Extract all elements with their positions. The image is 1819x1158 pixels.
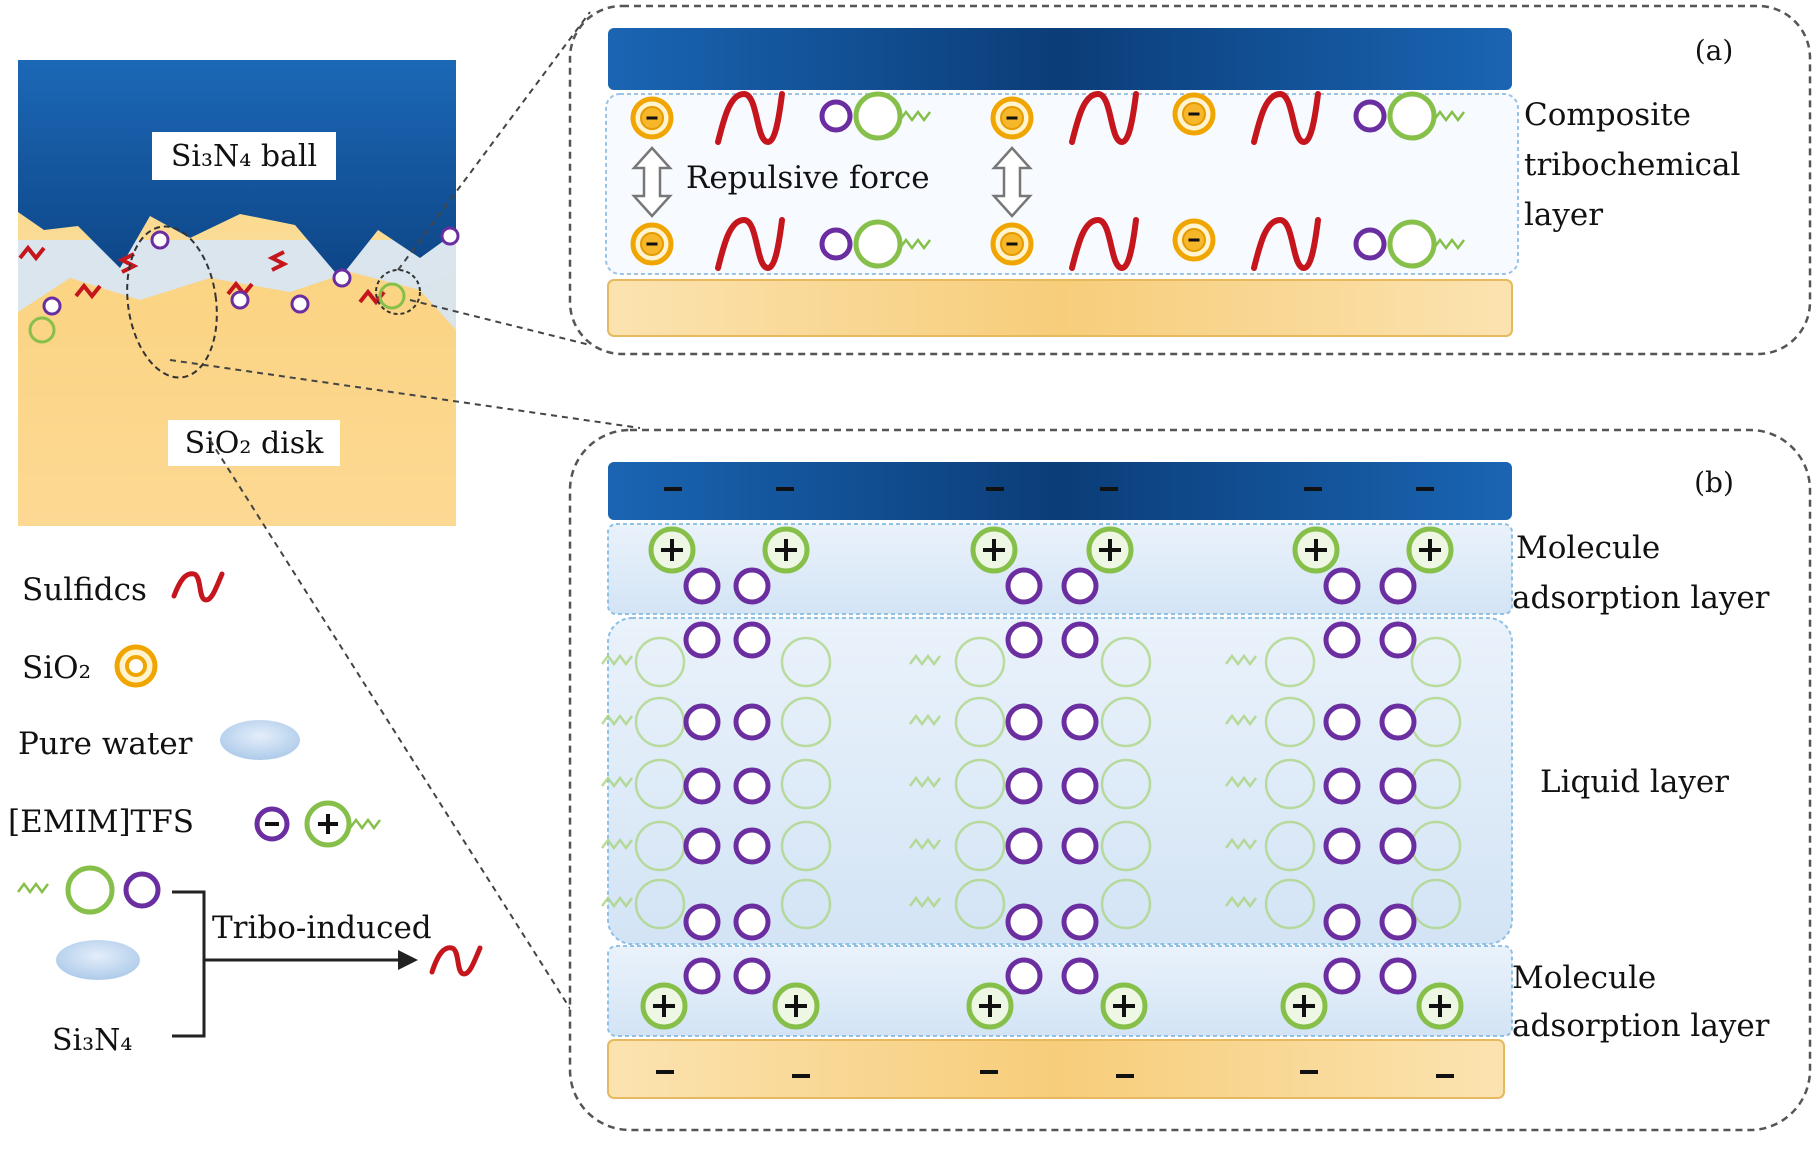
sulfide-particle <box>226 280 254 298</box>
cation-particle <box>28 316 56 344</box>
repulsion-arrow-icon <box>991 146 1033 218</box>
legend-il-label: [EMIM]TFS <box>8 804 194 840</box>
legend-sulfide-icon <box>171 571 225 603</box>
sio2-particle <box>1175 95 1213 133</box>
composite-layer-label-3: layer <box>1524 197 1603 233</box>
tribo-product-sulfide-icon <box>429 945 483 977</box>
legend-water-icon <box>220 720 300 760</box>
legend-reactants-icon <box>17 865 161 980</box>
top-adsorption-layer <box>607 523 1513 615</box>
anion-particle <box>230 290 250 310</box>
anion-particle <box>440 226 460 246</box>
tribo-arrow-icon <box>398 950 418 970</box>
surface-charges-top <box>664 487 1434 491</box>
disk-surface-band <box>607 279 1513 337</box>
sio2-particle <box>993 225 1031 263</box>
top-adsorption-label-1: Molecule <box>1516 530 1660 566</box>
cation-particle <box>378 282 406 310</box>
bottom-adsorption-label-1: Molecule <box>1512 960 1656 996</box>
legend-sulfides-label: Sulfidcs <box>22 572 147 608</box>
anion-particle <box>150 230 170 250</box>
legend: Sulfidcs SiO₂ Pure water [EMIM]TFS Si₃N₄ <box>8 571 483 1058</box>
legend-water-label: Pure water <box>18 726 193 762</box>
sulfide-particle <box>267 250 289 272</box>
composite-layer-label-1: Composite <box>1524 97 1691 133</box>
panel-a-tag: (a) <box>1695 34 1734 67</box>
disk-label: SiO₂ disk <box>185 426 324 461</box>
repulsive-force-label: Repulsive force <box>686 160 930 196</box>
sulfide-particle <box>117 252 139 274</box>
anion-particle <box>332 268 352 288</box>
legend-sio2-label: SiO₂ <box>22 650 91 686</box>
zoom-leaders <box>169 11 641 1041</box>
surface-charges-bottom <box>656 1070 1454 1078</box>
disk-surface-band <box>607 1039 1505 1099</box>
ball-surface-band <box>608 462 1512 520</box>
panel-a: (a) Repulsive force Composite tribochemi… <box>568 4 1812 356</box>
contact-zone-b <box>126 225 218 379</box>
sio2-particle <box>633 99 671 137</box>
composite-layer-label-2: tribochemical <box>1524 147 1740 183</box>
contact-sketch: Si₃N₄ ball SiO₂ disk <box>18 60 460 526</box>
tribo-induced-label: Tribo-induced <box>212 910 432 946</box>
sulfide-particle <box>18 244 46 262</box>
sio2-particle <box>993 99 1031 137</box>
ball-label: Si₃N₄ ball <box>171 139 317 174</box>
legend-bracket <box>172 890 206 1038</box>
anion-particle <box>290 294 310 314</box>
legend-si3n4-label: Si₃N₄ <box>52 1023 132 1058</box>
legend-il-icon <box>254 800 381 848</box>
sulfide-particle <box>74 282 102 300</box>
panel-b: (b) <box>568 428 1812 1132</box>
liquid-layer-label: Liquid layer <box>1540 764 1729 800</box>
bottom-adsorption-label-2: adsorption layer <box>1512 1008 1770 1044</box>
sio2-particle <box>1175 221 1213 259</box>
repulsion-arrow-icon <box>631 146 673 218</box>
contact-zone-a <box>375 269 421 315</box>
legend-sio2-icon <box>114 644 158 688</box>
ball-surface-band <box>608 28 1512 90</box>
panel-b-tag: (b) <box>1694 466 1734 499</box>
sio2-particle <box>633 225 671 263</box>
anion-particle <box>42 296 62 316</box>
top-adsorption-label-2: adsorption layer <box>1512 580 1770 616</box>
